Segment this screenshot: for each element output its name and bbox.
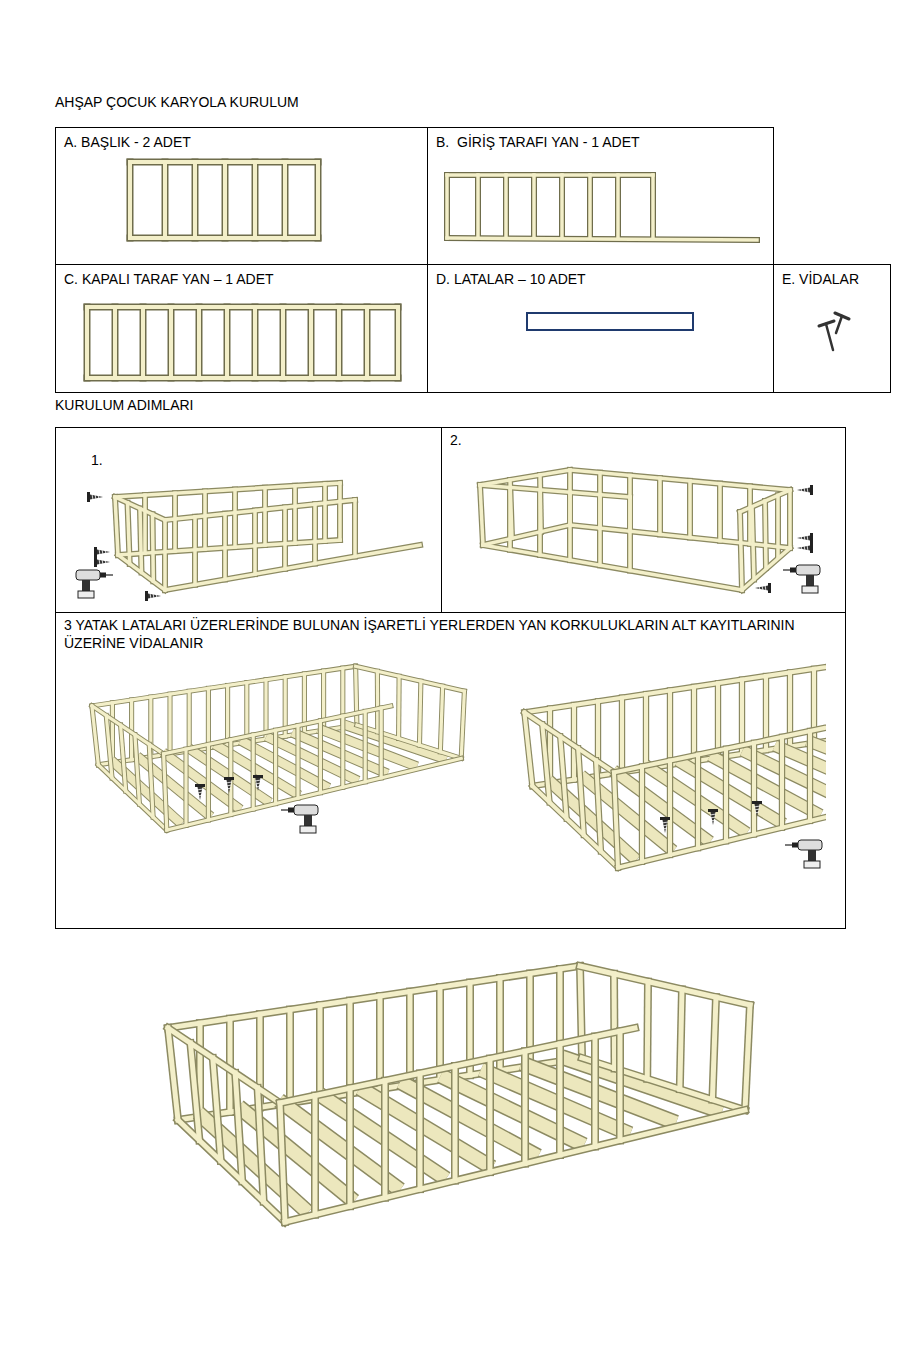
part-label: E. VİDALAR: [782, 270, 884, 288]
part-cell: E. VİDALAR: [773, 264, 891, 393]
step1-figure: [76, 483, 420, 601]
step2-figure: [480, 470, 820, 593]
part-label: C. KAPALI TARAF YAN – 1 ADET: [64, 270, 421, 288]
part-cell: D. LATALAR – 10 ADET: [427, 264, 774, 393]
step-cell: 2.: [441, 427, 846, 613]
assembled-bed-figure: [168, 966, 750, 1222]
slat-figure: [527, 313, 693, 330]
screw-figure: [819, 313, 849, 350]
closed-side-figure: [87, 307, 398, 378]
step3-figure-left: [92, 666, 464, 833]
section-heading: KURULUM ADIMLARI: [55, 396, 193, 414]
part-label: A. BAŞLIK - 2 ADET: [64, 133, 421, 151]
step-number: 1.: [91, 451, 435, 469]
part-cell: B. GİRİŞ TARAFI YAN - 1 ADET: [427, 127, 774, 265]
step-instruction: 3 YATAK LATALARI ÜZERLERİNDE BULUNAN İŞA…: [64, 616, 839, 652]
step3-figure-right: [524, 663, 826, 868]
part-label: B. GİRİŞ TARAFI YAN - 1 ADET: [436, 133, 767, 151]
part-cell: A. BAŞLIK - 2 ADET: [55, 127, 428, 265]
step-cell: 1.: [55, 427, 442, 613]
part-cell: C. KAPALI TARAF YAN – 1 ADET: [55, 264, 428, 393]
page-title: AHŞAP ÇOCUK KARYOLA KURULUM: [55, 93, 299, 111]
part-label: D. LATALAR – 10 ADET: [436, 270, 767, 288]
headboard-figure: [130, 162, 318, 238]
entry-side-figure: [447, 175, 757, 240]
step-cell: 3 YATAK LATALARI ÜZERLERİNDE BULUNAN İŞA…: [55, 612, 846, 929]
step-number: 2.: [450, 431, 839, 449]
